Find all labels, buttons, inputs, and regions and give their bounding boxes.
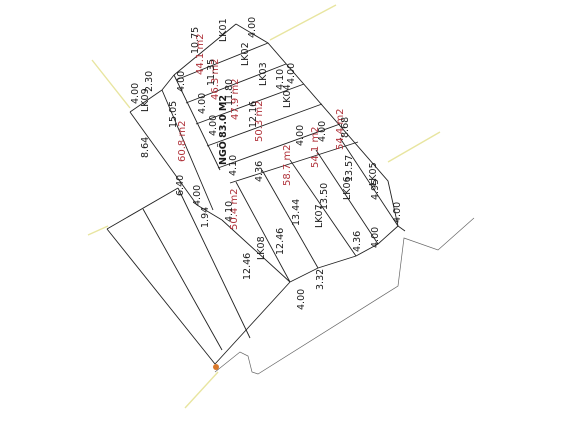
wedge-divider (177, 187, 251, 339)
lot-id-lk02: LK02 (240, 42, 251, 66)
lot-id-lk09: LK09 (140, 88, 151, 112)
wedge-west-edge (106, 228, 216, 365)
lot-divider (339, 137, 399, 227)
dimension-label: 12.16 (248, 101, 259, 128)
street-lines (214, 217, 475, 375)
lot-id-labels: LK01 LK02 LK03 LK04 LK05 LK06 LK07 LK08 … (140, 18, 379, 260)
dimension-label: 4.95 (370, 179, 381, 200)
dimension-label: 3.32 (315, 269, 326, 290)
lot-divider (289, 159, 357, 257)
lot-divider (235, 181, 291, 283)
dimension-label: 4.10 (224, 201, 235, 222)
dimension-label: 4.00 (392, 202, 403, 223)
dimension-label: 4.00 (370, 227, 381, 248)
west-boundary (129, 111, 198, 206)
lot-id-lk03: LK03 (258, 62, 269, 86)
lot-area-lk09: 60.8 m2 (177, 120, 188, 162)
lot-id-lk01: LK01 (218, 18, 229, 42)
lot-id-lk08: LK08 (256, 236, 267, 260)
dimension-label: 6.40 (175, 175, 186, 196)
dimension-label: 4.00 (130, 83, 141, 104)
road-line (387, 131, 441, 163)
boundary-point-marker (213, 364, 219, 370)
lot-id-lk07: LK07 (314, 204, 325, 228)
dimension-label: 11.35 (206, 59, 217, 86)
lot-area-lk01: 44.1 m2 (195, 33, 206, 75)
lk09-top-edge (129, 89, 163, 113)
dimension-label: 15.05 (168, 101, 179, 128)
dimension-label: 8.68 (340, 117, 351, 138)
dimension-label: 4.00 (176, 71, 187, 92)
lot-divider (229, 141, 359, 184)
lk08-north-edge (196, 204, 223, 221)
lot-divider (261, 169, 319, 269)
dimension-label: 12.46 (275, 228, 286, 255)
south-frontage (289, 225, 399, 283)
dimension-label: 4.00 (192, 185, 203, 206)
dimension-label: 13.57 (344, 155, 355, 182)
dimension-label: 4.00 (286, 63, 297, 84)
wedge-north-edge (106, 187, 179, 230)
dimension-label: 4.00 (197, 93, 208, 114)
lot-area-lk08: 50.4 m2 (229, 188, 240, 230)
lot-divider (315, 149, 379, 245)
lot-area-lk07: 58.7 m2 (282, 144, 293, 186)
dimension-label: 1.94 (200, 207, 211, 228)
road-line (91, 59, 131, 109)
lot-divider (217, 123, 341, 169)
dimension-label: 2.30 (144, 71, 155, 92)
lot-area-lk03: 47.9 m2 (230, 78, 241, 120)
road-line (269, 4, 337, 41)
lot-id-lk05: LK05 (368, 162, 379, 186)
dimension-label: 4.10 (275, 69, 286, 90)
road-west-edge (161, 89, 214, 211)
lot-id-lk04: LK04 (282, 84, 293, 108)
dimension-label: 4.00 (208, 115, 219, 136)
lot-divider (206, 103, 323, 147)
lot-area-lk06: 54.1 m2 (310, 126, 321, 168)
lk09-top-edge (161, 74, 175, 91)
dimension-label: 4.00 (295, 125, 306, 146)
lot-divider (175, 42, 269, 81)
dimension-label: 11.80 (224, 79, 235, 106)
dimension-label: 4.36 (352, 231, 363, 252)
road-east-edge (173, 74, 221, 171)
wedge-divider (142, 208, 223, 351)
east-boundary (235, 23, 406, 232)
dimension-label: 8.64 (140, 137, 151, 158)
lk08-edge (221, 219, 291, 283)
dimension-label: 13.44 (291, 199, 302, 226)
dimension-label: 4.00 (296, 289, 307, 310)
dimension-label: 4.00 (317, 121, 328, 142)
lot-divider (195, 83, 305, 125)
lot-area-lk02: 46.3 m2 (210, 58, 221, 100)
dimension-label: 10.75 (190, 27, 201, 54)
lot-area-labels: 44.1 m2 46.3 m2 47.9 m2 50.3 m2 54.4 m2 … (177, 33, 346, 230)
north-boundary (173, 23, 237, 76)
wedge-south-edge (214, 281, 291, 365)
road-line (184, 371, 219, 409)
dimension-label: 4.36 (254, 161, 265, 182)
lot-divider (185, 63, 287, 104)
road-lines (87, 4, 441, 409)
lot-id-lk06: LK06 (342, 176, 353, 200)
dimension-label: 12.46 (242, 253, 253, 280)
lot-area-lk05: 54.4 m2 (335, 108, 346, 150)
dimension-label: 4.10 (228, 155, 239, 176)
street-edge (214, 217, 475, 375)
dimension-label: 4.00 (247, 17, 258, 38)
lot-boundaries (106, 23, 406, 365)
road-line (87, 225, 109, 236)
lot-area-lk04: 50.3 m2 (254, 100, 265, 142)
road-label: NGÕ 83.0 M2 (217, 95, 229, 165)
dimension-label: 13.50 (319, 183, 330, 210)
